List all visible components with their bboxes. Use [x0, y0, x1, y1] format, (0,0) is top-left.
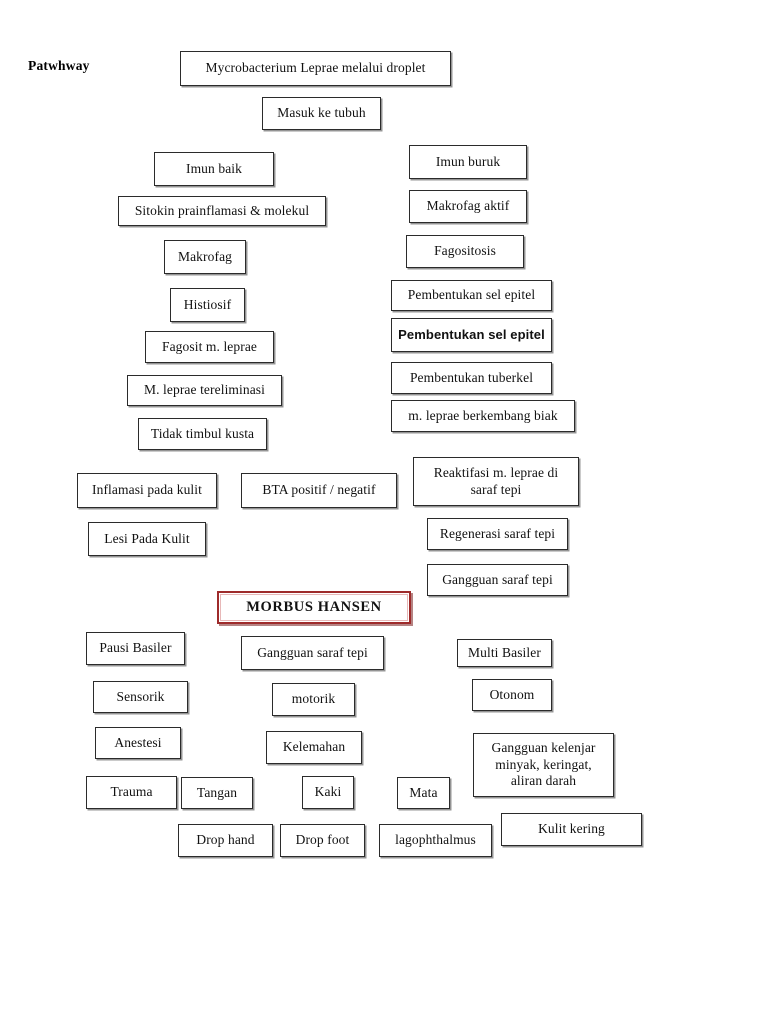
flow-node-n38: Drop foot: [280, 824, 365, 857]
flow-node-label: Histiosif: [183, 296, 232, 312]
flow-node-label: Masuk ke tubuh: [277, 105, 366, 121]
flow-node-label: Gangguan saraf tepi: [257, 644, 368, 660]
flow-node-n11: Makrofag aktif: [409, 190, 527, 223]
flow-node-label: Otonom: [489, 686, 535, 702]
flow-node-label: Makrofag aktif: [426, 198, 510, 214]
flow-node-label: Kaki: [314, 784, 342, 800]
flow-node-label: lagophthalmus: [395, 832, 476, 848]
flow-node-label: Mycrobacterium Leprae melalui droplet: [205, 60, 426, 76]
flow-node-n15: Pembentukan tuberkel: [391, 362, 552, 394]
flow-node-n20: Reaktifasi m. leprae di saraf tepi: [413, 457, 579, 506]
flow-node-label: Multi Basiler: [468, 644, 541, 660]
flow-node-n14: Pembentukan sel epitel: [391, 318, 552, 352]
flow-node-n02: Masuk ke tubuh: [262, 97, 381, 130]
flow-node-label: Kelemahan: [282, 739, 346, 755]
flow-node-label: Gangguan saraf tepi: [442, 571, 553, 587]
flow-node-label: Inflamasi pada kulit: [92, 482, 202, 498]
flow-node-label: motorik: [291, 691, 336, 707]
flow-node-n16: m. leprae berkembang biak: [391, 400, 575, 432]
flow-node-n01: Mycrobacterium Leprae melalui droplet: [180, 51, 451, 86]
flow-node-n18: BTA positif / negatif: [241, 473, 397, 508]
flow-node-label: Imun buruk: [435, 153, 501, 169]
flow-node-label: Kulit kering: [538, 821, 605, 837]
flow-node-n36: Mata: [397, 777, 450, 809]
flow-node-n24: Pausi Basiler: [86, 632, 185, 665]
page-title: Patwhway: [28, 58, 90, 73]
flow-node-n07: Fagosit m. leprae: [145, 331, 274, 363]
flow-node-n05: Makrofag: [164, 240, 246, 274]
flow-node-n33: Trauma: [86, 776, 177, 809]
flow-node-n27: Gangguan saraf tepi: [241, 636, 384, 670]
flow-node-label: Gangguan kelenjar minyak, keringat, alir…: [491, 739, 596, 789]
flow-node-label: Makrofag: [177, 248, 233, 264]
flow-node-n37: Drop hand: [178, 824, 273, 857]
flow-node-label: Tidak timbul kusta: [150, 425, 255, 441]
flow-node-n08: M. leprae tereliminasi: [127, 375, 282, 406]
flow-node-n06: Histiosif: [170, 288, 245, 322]
flow-node-label: Anestesi: [114, 734, 162, 750]
flow-node-label: Reaktifasi m. leprae di saraf tepi: [433, 464, 559, 497]
flow-node-n40: Kulit kering: [501, 813, 642, 846]
flow-node-label: Pembentukan sel epitel: [407, 287, 536, 303]
flow-node-label: Pembentukan tuberkel: [409, 369, 534, 385]
flow-node-label: Trauma: [110, 784, 153, 800]
flow-node-n10: Imun buruk: [409, 145, 527, 179]
flow-node-label: Drop hand: [196, 832, 255, 848]
flow-node-n03: Imun baik: [154, 152, 274, 186]
flow-node-label: Regenerasi saraf tepi: [439, 525, 556, 541]
flow-node-n34: Tangan: [181, 777, 253, 809]
flow-node-n31: Otonom: [472, 679, 552, 711]
flow-node-label: Lesi Pada Kulit: [104, 530, 190, 546]
flow-node-n30: Multi Basiler: [457, 639, 552, 667]
flow-node-label: Imun baik: [185, 160, 242, 176]
flow-node-n39: lagophthalmus: [379, 824, 492, 857]
flow-node-n35: Kaki: [302, 776, 354, 809]
flow-node-label: Sensorik: [116, 688, 165, 704]
flow-node-n17: Inflamasi pada kulit: [77, 473, 217, 508]
flow-node-n28: motorik: [272, 683, 355, 716]
flow-node-n19: Lesi Pada Kulit: [88, 522, 206, 556]
flow-node-label: Mata: [409, 784, 438, 800]
flow-node-label: M. leprae tereliminasi: [143, 382, 266, 398]
flow-node-label: Fagositosis: [434, 243, 496, 259]
flow-node-n25: Sensorik: [93, 681, 188, 713]
flow-node-label: Pembentukan sel epitel: [398, 326, 545, 342]
flow-node-label: Pausi Basiler: [99, 640, 172, 656]
flow-node-n26: Anestesi: [95, 727, 181, 759]
flow-node-n12: Fagositosis: [406, 235, 524, 268]
flow-node-n09: Tidak timbul kusta: [138, 418, 267, 450]
flow-node-n13: Pembentukan sel epitel: [391, 280, 552, 311]
flow-node-label: MORBUS HANSEN: [246, 599, 382, 616]
flow-node-n04: Sitokin prainflamasi & molekul: [118, 196, 326, 226]
flow-node-label: Drop foot: [295, 832, 350, 848]
flow-node-label: BTA positif / negatif: [262, 482, 376, 498]
flow-node-n21: Regenerasi saraf tepi: [427, 518, 568, 550]
flow-node-n32: Gangguan kelenjar minyak, keringat, alir…: [473, 733, 614, 797]
flow-node-label: m. leprae berkembang biak: [408, 407, 558, 423]
flow-node-n23: MORBUS HANSEN: [217, 591, 411, 624]
flow-node-label: Fagosit m. leprae: [161, 338, 258, 354]
flow-node-n22: Gangguan saraf tepi: [427, 564, 568, 596]
flow-node-n29: Kelemahan: [266, 731, 362, 764]
flow-node-label: Sitokin prainflamasi & molekul: [134, 202, 310, 218]
flow-node-label: Tangan: [196, 784, 238, 800]
